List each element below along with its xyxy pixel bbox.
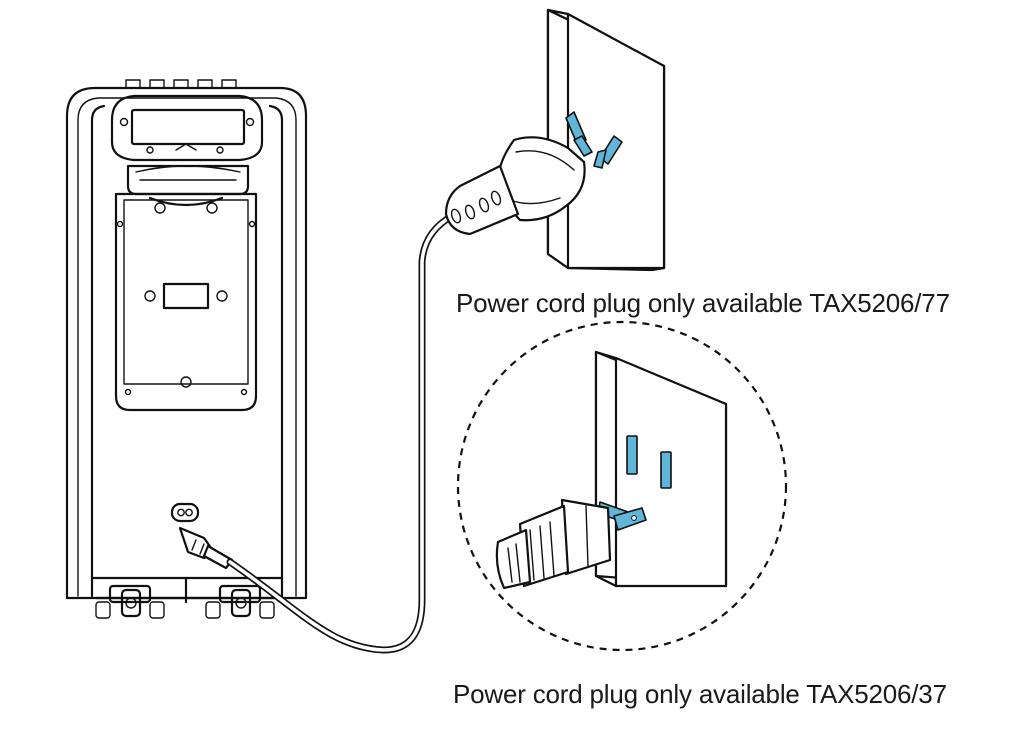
outlet-parallel-slots	[594, 350, 728, 588]
speaker-rear-panel	[114, 192, 258, 412]
caption-tax5206-77: Power cord plug only available TAX5206/7…	[456, 288, 950, 318]
speaker-base	[90, 576, 284, 619]
parallel-slot-right	[660, 451, 672, 489]
speaker-illustration	[65, 79, 308, 619]
ac-inlet-icon	[170, 502, 200, 523]
speaker-top-buttons	[125, 79, 237, 89]
parallel-slot-left	[626, 435, 638, 475]
speaker-top-handle	[110, 94, 264, 162]
appliance-connector	[178, 526, 234, 570]
detail-callout	[456, 320, 788, 652]
caption-tax5206-37: Power cord plug only available TAX5206/3…	[453, 679, 947, 709]
outlet-angled-slots	[546, 8, 666, 272]
power-cord	[226, 212, 456, 654]
speaker-rear-handle	[126, 164, 250, 196]
plug-angled-icon	[444, 135, 607, 236]
plug-us-icon	[495, 498, 647, 590]
speaker-body	[65, 86, 308, 600]
